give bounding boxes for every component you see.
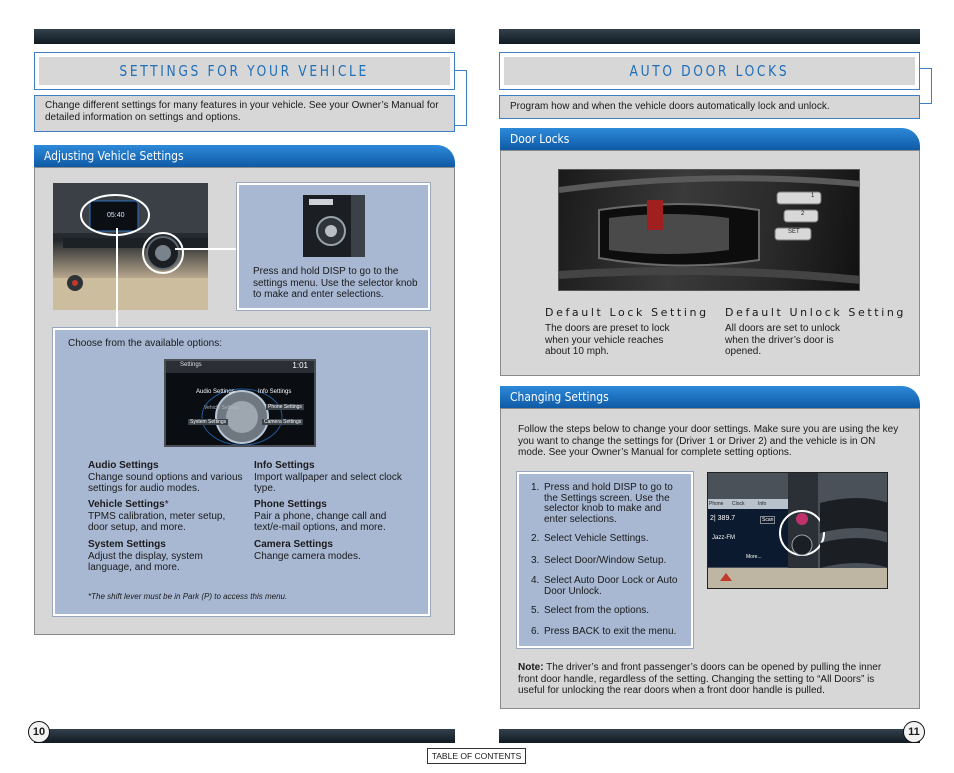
- radio-station: Jazz-FM: [712, 535, 735, 541]
- section-header-door-locks: Door Locks: [500, 128, 920, 150]
- step-6: 6.Press BACK to exit the menu.: [531, 625, 677, 637]
- default-lock-title: Default Lock Setting: [545, 306, 709, 319]
- page-number-left: 10: [28, 721, 50, 743]
- default-unlock-text: All doors are set to unlock when the dri…: [725, 323, 841, 357]
- footnote: *The shift lever must be in Park (P) to …: [88, 592, 288, 601]
- option-system: System Settings Adjust the display, syst…: [88, 539, 203, 573]
- right-page-title: AUTO DOOR LOCKS: [629, 62, 790, 80]
- screen-time: 1:01: [292, 361, 308, 370]
- left-intro: Change different settings for many featu…: [34, 95, 455, 132]
- option-camera: Camera Settings Change camera modes.: [254, 539, 361, 562]
- clock-display: 05:40: [107, 212, 125, 219]
- right-footer-bar: [499, 729, 920, 743]
- option-audio: Audio Settings Change sound options and …: [88, 460, 243, 494]
- step-1: 1.Press and hold DISP to go to the Setti…: [531, 482, 673, 525]
- step-2: 2.Select Vehicle Settings.: [531, 533, 649, 544]
- radio-tab-clock: Clock: [732, 501, 745, 507]
- screen-item-info: Info Settings: [258, 389, 292, 395]
- screen-item-camera: Camera Settings: [262, 419, 304, 425]
- screen-header: Settings: [180, 362, 202, 368]
- right-header-bar: [499, 29, 920, 44]
- left-footer-bar: [34, 729, 455, 743]
- screen-item-system: System Settings: [188, 419, 229, 425]
- radio-frequency: 2| 389.7: [710, 515, 736, 522]
- page-number-right: 11: [903, 721, 925, 743]
- memory-button-set: SET: [788, 229, 800, 235]
- right-intro: Program how and when the vehicle doors a…: [499, 95, 920, 119]
- left-title-box: SETTINGS FOR YOUR VEHICLE: [34, 52, 455, 90]
- radio-scan: Scan: [760, 516, 776, 524]
- section-header-adjusting: Adjusting Vehicle Settings: [34, 145, 455, 167]
- right-title-bracket: [920, 68, 932, 104]
- step-5: 5.Select from the options.: [531, 605, 650, 616]
- memory-button-1: 1: [811, 193, 815, 199]
- radio-tab-info: Info: [758, 501, 767, 507]
- steps-list: 1.Press and hold DISP to go to the Setti…: [531, 482, 682, 637]
- page-title: SETTINGS FOR YOUR VEHICLE: [119, 62, 370, 80]
- steps-box: [516, 471, 694, 649]
- option-vehicle: Vehicle Settings* TPMS calibration, mete…: [88, 499, 226, 533]
- memory-button-2: 2: [801, 211, 805, 217]
- default-lock-text: The doors are preset to lock when your v…: [545, 323, 670, 357]
- radio-console-photo: Phone Clock Info 2| 389.7 Scan Jazz-FM M…: [707, 472, 888, 589]
- step-4: 4.Select Auto Door Lock or Auto Door Unl…: [531, 575, 678, 597]
- screen-item-vehicle: Vehicle Settings: [204, 405, 240, 411]
- right-title-box: AUTO DOOR LOCKS: [499, 52, 920, 90]
- left-title-bracket-right: [455, 70, 467, 126]
- screen-item-audio: Audio Settings: [196, 389, 235, 395]
- left-header-bar: [34, 29, 455, 44]
- disp-instruction: Press and hold DISP to go to the setting…: [253, 266, 418, 300]
- selector-knob-photo: [303, 195, 365, 257]
- note: Note: The driver’s and front passenger’s…: [518, 662, 882, 696]
- default-unlock-title: Default Unlock Setting: [725, 306, 906, 319]
- changing-intro: Follow the steps below to change your do…: [518, 424, 899, 458]
- option-phone: Phone Settings Pair a phone, change call…: [254, 499, 387, 533]
- table-of-contents-link[interactable]: TABLE OF CONTENTS: [427, 748, 526, 764]
- step-3: 3.Select Door/Window Setup.: [531, 554, 667, 566]
- choose-label: Choose from the available options:: [68, 338, 222, 349]
- dashboard-photo: 05:40: [53, 183, 208, 310]
- section-header-changing-settings: Changing Settings: [500, 386, 920, 408]
- screen-item-phone: Phone Settings: [266, 404, 304, 410]
- settings-screen: Settings 1:01 Audio Settings Info Settin…: [164, 359, 316, 447]
- radio-more: More...: [746, 554, 762, 560]
- door-panel-photo: 1 2 SET: [558, 169, 860, 291]
- option-info: Info Settings Import wallpaper and selec…: [254, 460, 402, 494]
- radio-tab-phone: Phone: [709, 501, 724, 507]
